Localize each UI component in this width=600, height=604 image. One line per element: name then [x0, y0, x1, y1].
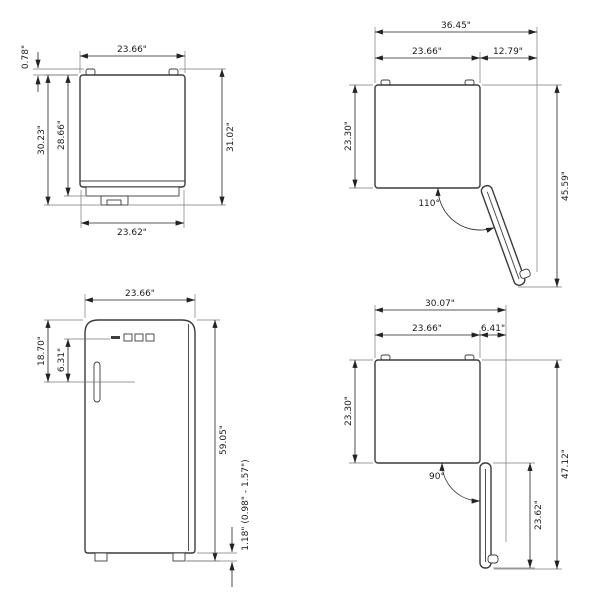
door-open-110: [480, 184, 531, 286]
door-handle: [487, 554, 499, 564]
foot-left: [94, 552, 108, 562]
base-plinth: [85, 186, 180, 197]
dim-label-door-angle: 110°: [418, 199, 440, 209]
hinge-cover-left: [380, 354, 391, 361]
top-view-door-110: 36.45" 23.66" 12.79" 23.30" 45.59" 110°: [344, 21, 571, 288]
cabinet-side-outline: [79, 74, 186, 188]
door-swing-arc: [435, 187, 495, 233]
dim-label-overall-width: 36.45": [441, 21, 471, 31]
cabinet-top-outline: [374, 359, 481, 464]
foot-block: [100, 195, 129, 206]
dim-label-width: 23.66": [125, 289, 155, 299]
dim-label-leveling-feet: 1.18" (0.98" - 1.57"): [241, 459, 251, 550]
dim-label-door-width: 23.62": [534, 500, 544, 530]
hinge-cover-right: [464, 79, 475, 86]
dim-label-height: 59.05": [219, 425, 229, 455]
dim-label-cabinet-depth: 23.30": [344, 121, 354, 151]
door-open-90: [479, 462, 499, 569]
door-seam-line: [486, 191, 520, 280]
door-swing-arc: [439, 462, 481, 504]
dim-label-overall-height: 31.02": [226, 122, 236, 152]
door-handle: [519, 268, 531, 279]
dim-label-top-width: 23.66": [117, 45, 147, 55]
dim-label-door-projection: 6.41": [481, 324, 505, 334]
dim-label-door-projection: 12.79": [493, 47, 523, 57]
hinge-cover-rear: [168, 68, 179, 76]
dim-label-door-angle: 90°: [429, 472, 445, 482]
logo-block: [145, 333, 155, 342]
top-view-door-90: 30.07" 23.66" 6.41" 23.30" 47.12" 23.62"…: [344, 299, 571, 570]
dim-label-body-height: 28.66": [57, 120, 67, 150]
dim-label-cabinet-width: 23.66": [412, 324, 442, 334]
fridge-front-outline: [84, 319, 196, 554]
dim-label-cabinet-width: 23.66": [412, 47, 442, 57]
dim-label-cabinet-depth: 23.30": [344, 396, 354, 426]
dim-label-height-to-top: 30.23": [37, 125, 47, 155]
dim-label-logo-to-handle: 6.31": [57, 348, 67, 372]
logo-block: [134, 333, 144, 342]
hinge-cover-left: [380, 79, 391, 86]
dim-label-overall-depth: 45.59": [561, 171, 571, 201]
hinge-cover-front: [85, 68, 96, 76]
front-view: 23.66" 18.70" 6.31" 59.05" 1.18" (0.98" …: [37, 289, 251, 587]
dim-label-bottom-depth: 23.62": [117, 228, 147, 238]
dim-label-overall-depth: 47.12": [561, 449, 571, 479]
foot-right: [172, 552, 186, 562]
foot-detail: [106, 199, 122, 206]
dim-label-hinge-height: 0.78": [21, 45, 31, 69]
logo-dash: [111, 336, 120, 339]
side-view: 23.66" 0.78" 30.23" 28.66" 31.02" 23.62": [21, 45, 236, 238]
logo-block: [123, 333, 133, 342]
hinge-cover-right: [464, 354, 475, 361]
cabinet-top-outline: [374, 84, 481, 189]
dim-label-handle-from-top: 18.70": [37, 336, 47, 366]
dim-label-overall-width: 30.07": [425, 299, 455, 309]
